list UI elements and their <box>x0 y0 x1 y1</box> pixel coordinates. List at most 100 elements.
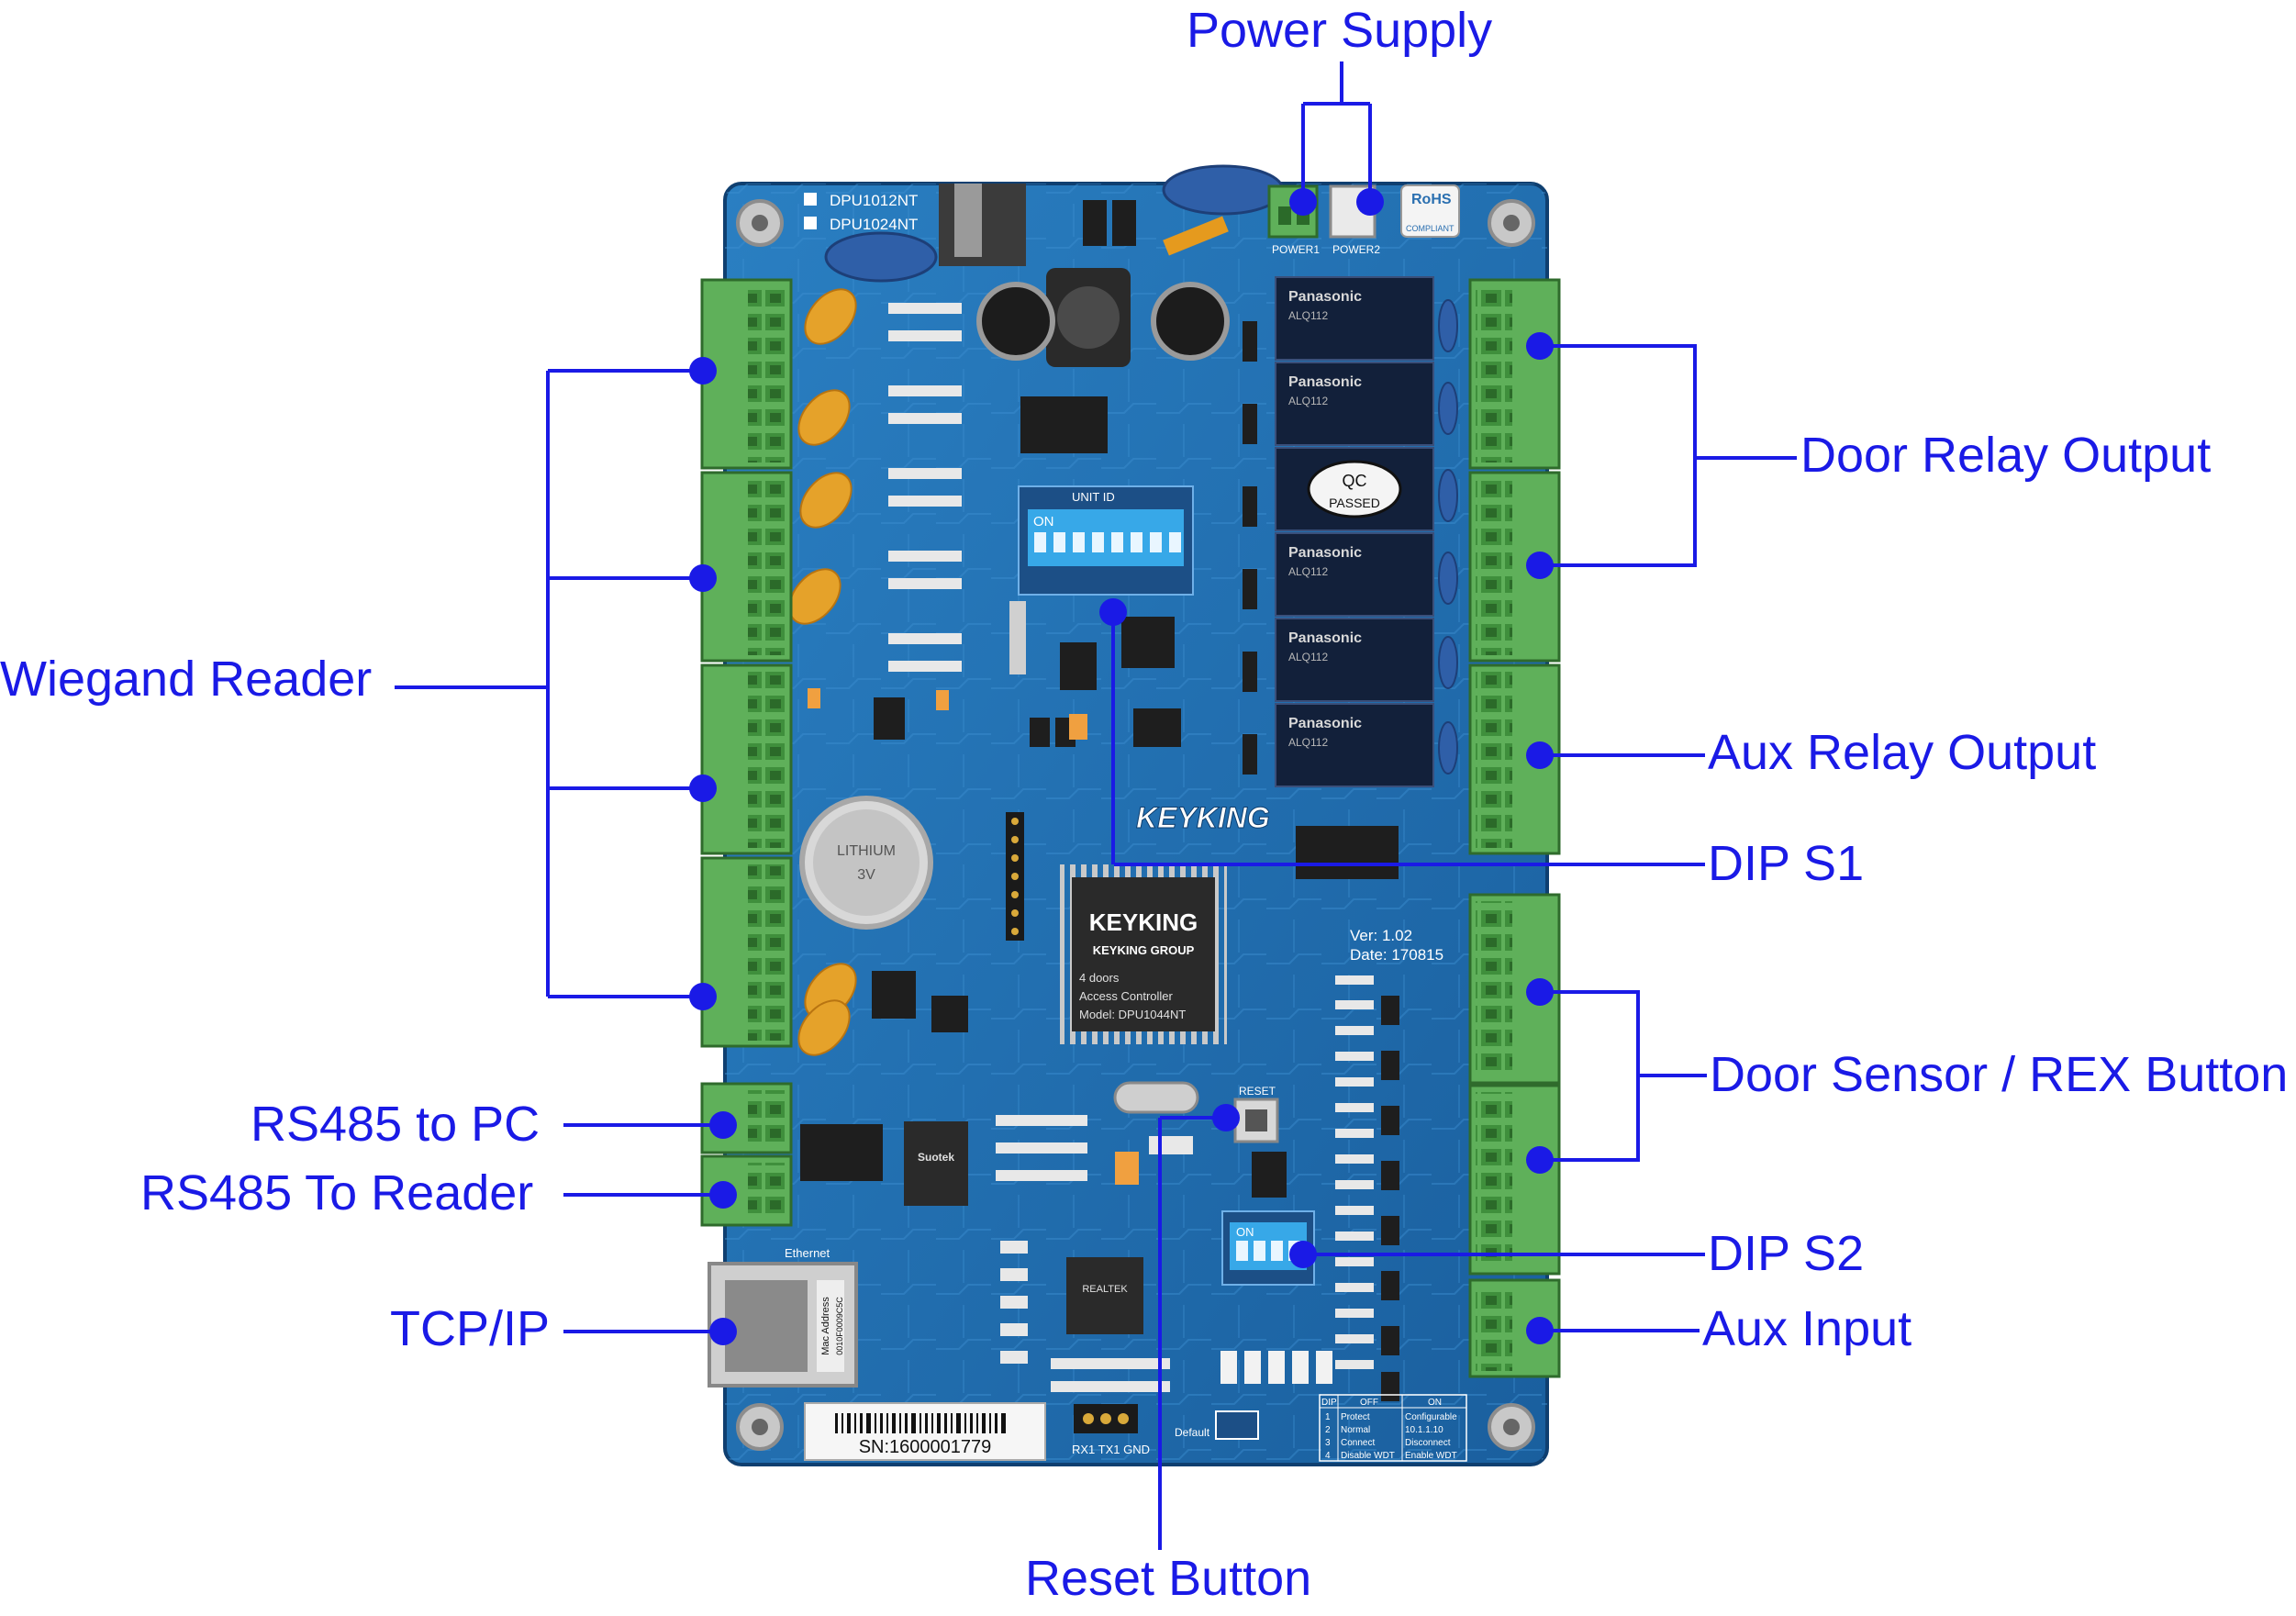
power1-label: POWER1 <box>1272 243 1320 256</box>
label-reset-button: Reset Button <box>1025 1551 1312 1606</box>
relay-brand-5: Panasonic <box>1288 630 1362 646</box>
callout-dot <box>1526 741 1554 769</box>
relay-model-2: ALQ112 <box>1288 395 1328 407</box>
default-silk: Default <box>1175 1426 1210 1439</box>
callout-dot <box>1526 1317 1554 1344</box>
label-dip-s2: DIP S2 <box>1708 1226 1865 1281</box>
dip-table-cell: 2 <box>1325 1425 1331 1435</box>
label-door-sensor-rex: Door Sensor / REX Button <box>1710 1047 2289 1102</box>
callout-dot <box>689 775 717 802</box>
ethernet-silk: Ethernet <box>785 1246 830 1260</box>
dip-table-cell: 4 <box>1325 1451 1331 1461</box>
relay-brand-6: Panasonic <box>1288 716 1362 731</box>
varistor <box>1162 164 1285 216</box>
relay-model-4: ALQ112 <box>1288 565 1328 578</box>
callout-dots <box>689 188 1554 1345</box>
chip-model: Model: DPU1044NT <box>1079 1008 1186 1021</box>
dip-table-cell: 10.1.1.10 <box>1405 1425 1443 1435</box>
chip-group: KEYKING GROUP <box>1093 943 1195 957</box>
dip-table-header: DIP <box>1321 1398 1337 1408</box>
transformer-label: Suotek <box>918 1151 954 1164</box>
chip-desc: Access Controller <box>1079 989 1174 1003</box>
dip-table-cell: Disable WDT <box>1341 1451 1395 1461</box>
label-tcp-ip: TCP/IP <box>390 1301 551 1356</box>
resistor-column <box>1335 975 1374 1369</box>
reset-silk-label: RESET <box>1239 1085 1276 1098</box>
crystal <box>1113 1081 1199 1114</box>
dip-s2-on-label: ON <box>1236 1225 1254 1239</box>
ic-u1 <box>1020 396 1108 453</box>
label-dip-s1: DIP S1 <box>1708 836 1865 891</box>
relay-model-1: ALQ112 <box>1288 309 1328 322</box>
dip-table-cell: Normal <box>1341 1425 1370 1435</box>
label-power-supply: Power Supply <box>1187 3 1493 58</box>
polyfuse <box>788 288 857 1056</box>
dip-table-cell: Protect <box>1341 1412 1370 1422</box>
relay-bank <box>1275 276 1434 787</box>
rohs-sub-label: COMPLIANT <box>1406 224 1455 233</box>
dip-reference-table: DIP OFF ON 1 Protect Configurable 2 Norm… <box>1319 1394 1467 1462</box>
dip-table-cell: 1 <box>1325 1412 1331 1422</box>
callout-lines <box>395 61 1797 1550</box>
dip-table-cell: Disconnect <box>1405 1438 1451 1448</box>
rohs-badge <box>1400 184 1460 238</box>
callout-dot <box>1289 1241 1317 1268</box>
callout-dot <box>689 357 717 384</box>
callout-dot <box>689 983 717 1010</box>
transformer <box>904 1121 968 1206</box>
keyking-logo: KEYKING <box>1136 801 1270 834</box>
board-version: Ver: 1.02 <box>1350 927 1412 944</box>
callout-dot <box>1289 188 1317 216</box>
callout-dot <box>1212 1104 1240 1131</box>
battery-voltage: 3V <box>857 867 875 883</box>
varistor <box>824 231 938 283</box>
label-aux-input: Aux Input <box>1702 1301 1912 1356</box>
capacitor <box>1151 282 1230 361</box>
label-rs485-to-pc: RS485 to PC <box>251 1097 541 1152</box>
callout-dot <box>1356 188 1384 216</box>
callout-dot <box>689 564 717 592</box>
relay-brand-1: Panasonic <box>1288 289 1362 305</box>
ic-u2 <box>1296 826 1399 879</box>
callout-dot <box>709 1111 737 1139</box>
label-wiegand-reader: Wiegand Reader <box>0 652 373 707</box>
callout-dot <box>1526 552 1554 579</box>
mac-address-value: 0010F0009C5C <box>835 1297 844 1355</box>
board-date: Date: 170815 <box>1350 946 1443 964</box>
qc-label: QC <box>1343 472 1367 490</box>
uart-silk: RX1 TX1 GND <box>1072 1443 1150 1456</box>
battery-label: LITHIUM <box>837 843 896 859</box>
dip-table-cell: Connect <box>1341 1438 1375 1448</box>
mounting-hole <box>736 199 1535 1451</box>
chip-brand: KEYKING <box>1089 908 1198 936</box>
realtek-label: REALTEK <box>1082 1284 1128 1295</box>
label-rs485-to-reader: RS485 To Reader <box>140 1165 534 1220</box>
qc-sticker <box>1307 460 1402 518</box>
serial-number: SN:1600001779 <box>859 1437 992 1457</box>
unit-id-label: UNIT ID <box>1072 490 1115 504</box>
chip-doors: 4 doors <box>1079 971 1120 985</box>
mac-address-label: Mac Address <box>820 1297 831 1355</box>
capacitor <box>976 282 1055 361</box>
dip-table-header: OFF <box>1360 1398 1378 1408</box>
label-aux-relay-output: Aux Relay Output <box>1708 725 2097 780</box>
model-label-1: DPU1012NT <box>830 192 918 209</box>
callout-dot <box>709 1318 737 1345</box>
dip-table-cell: Configurable <box>1405 1412 1457 1422</box>
power2-label: POWER2 <box>1332 243 1380 256</box>
relay-model-5: ALQ112 <box>1288 651 1328 663</box>
terminal-blocks <box>700 278 1561 1378</box>
dip-s1-on-label: ON <box>1033 514 1054 529</box>
callout-dot <box>1526 1146 1554 1174</box>
relay-model-6: ALQ112 <box>1288 736 1328 749</box>
main-chip <box>1072 877 1215 1031</box>
dip-table-cell: Enable WDT <box>1405 1451 1457 1461</box>
relay-brand-2: Panasonic <box>1288 374 1362 390</box>
callout-dot <box>1526 332 1554 360</box>
model-label-2: DPU1024NT <box>830 216 918 233</box>
callout-dot <box>1526 978 1554 1006</box>
relay-brand-4: Panasonic <box>1288 545 1362 561</box>
regulator <box>939 184 1026 266</box>
